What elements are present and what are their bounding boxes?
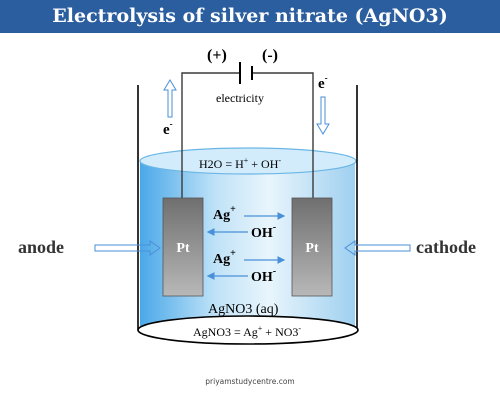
hollow-arrow-right-icon xyxy=(94,240,161,256)
anode-electrode: Pt xyxy=(162,197,204,297)
hollow-arrow-up-icon xyxy=(163,79,177,118)
left-wire xyxy=(181,72,240,198)
beaker-bottom xyxy=(137,315,359,345)
battery: (+) (-) electricity xyxy=(207,47,278,105)
circuit-wires xyxy=(181,72,314,198)
page-title: Electrolysis of silver nitrate (AgNO3) xyxy=(52,5,448,27)
battery-minus-label: (-) xyxy=(262,47,278,64)
cathode-label: cathode xyxy=(416,237,476,257)
title-bar: Electrolysis of silver nitrate (AgNO3) xyxy=(0,0,500,33)
watermark-text: priyamstudycentre.com xyxy=(205,377,294,386)
electron-arrow-up xyxy=(163,79,177,118)
anode-plate xyxy=(162,197,204,297)
hollow-arrow-left-icon xyxy=(344,240,411,256)
ag-ion-1: Ag+ xyxy=(213,204,236,223)
anode-label: anode xyxy=(18,237,64,257)
cathode-plate xyxy=(291,197,333,297)
right-wire xyxy=(252,72,314,198)
cathode-plate-label: Pt xyxy=(305,241,319,256)
electricity-label: electricity xyxy=(216,91,264,105)
electron-right-label: e- xyxy=(318,73,328,92)
solution-surface xyxy=(139,147,357,175)
solution-label: AgNO3 (aq) xyxy=(208,302,279,317)
oh-ion-2: OH- xyxy=(251,266,276,285)
oh-ion-1: OH- xyxy=(251,222,276,241)
electron-left-label: e- xyxy=(163,119,173,138)
battery-plus-label: (+) xyxy=(207,47,227,64)
water-equation: H2O = H+ + OH- xyxy=(199,156,281,171)
electron-arrow-down xyxy=(316,96,330,135)
hollow-arrow-down-icon xyxy=(316,96,330,135)
bottom-equation: AgNO3 = Ag+ + NO3- xyxy=(193,324,301,339)
anode-plate-label: Pt xyxy=(176,241,190,256)
ag-ion-2: Ag+ xyxy=(213,248,236,267)
cathode-electrode: Pt xyxy=(291,197,333,297)
